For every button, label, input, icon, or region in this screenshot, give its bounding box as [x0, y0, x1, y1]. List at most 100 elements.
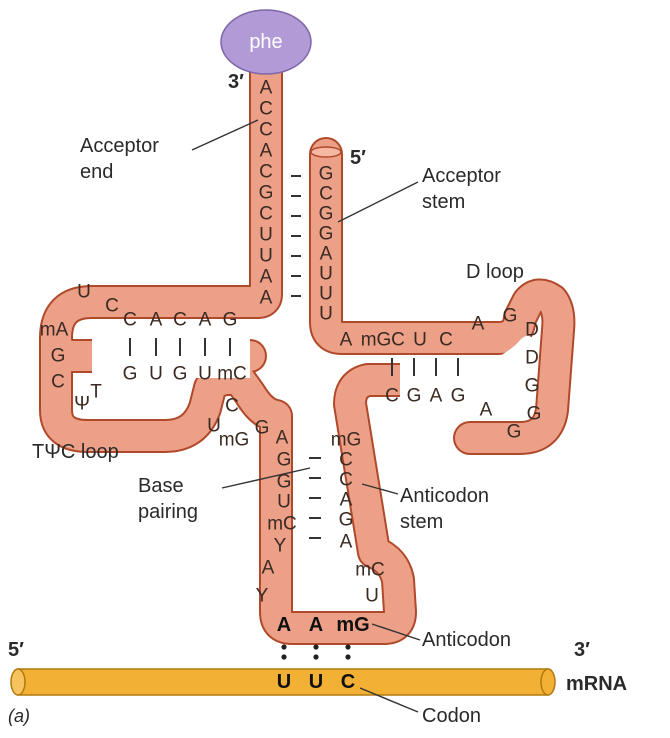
- panel-label: (a): [8, 706, 30, 726]
- nucleotide-acceptor-5-arm: C: [319, 184, 333, 205]
- acceptor-stem-label: Acceptorstem: [422, 165, 501, 213]
- nucleotide-anticodon-stem-right: A: [340, 490, 353, 511]
- nucleotide-tpsic-loop: C: [105, 296, 119, 317]
- mrna-5-end-label: 5′: [8, 639, 24, 661]
- codon-letters: U U C: [277, 671, 355, 693]
- acceptor-stem-leader: [338, 182, 418, 222]
- nucleotide-acceptor-3-arm: C: [259, 99, 273, 120]
- nucleotide-tpsic-loop: U: [77, 282, 91, 303]
- acceptor-5-end-label: 5′: [350, 147, 366, 169]
- nucleotide-anticodon-loop: A: [262, 558, 275, 579]
- pair-dot: [281, 644, 286, 649]
- nucleotide-acceptor-3-arm: A: [260, 141, 273, 162]
- codon-label: Codon: [422, 705, 481, 727]
- nucleotide-tpsic-stem-bottom: mC: [217, 364, 247, 385]
- nucleotide-acceptor-3-arm: A: [260, 288, 273, 309]
- nucleotide-tpsic-stem-bottom: U: [149, 364, 163, 385]
- codon-base: U: [309, 671, 323, 693]
- nucleotide-d-stem-top: A: [340, 330, 353, 351]
- nucleotide-anticodon-stem-right: C: [339, 450, 353, 471]
- nucleotide-acceptor-5-arm: G: [319, 164, 334, 185]
- nucleotide-anticodon-loop: mC: [355, 560, 385, 581]
- nucleotide-tpsic-stem-top: C: [173, 310, 187, 331]
- nucleotide-d-stem-top: C: [439, 330, 453, 351]
- nucleotide-d-stem-bottom: G: [451, 386, 466, 407]
- nucleotide-d-stem-top: C: [391, 330, 405, 351]
- codon-base: C: [341, 671, 355, 693]
- tpsic-loop-label: TΨC loop: [32, 441, 119, 463]
- nucleotide-anticodon-stem-left: A: [276, 428, 289, 449]
- nucleotide-d-stem-top: mG: [361, 330, 392, 351]
- nucleotide-d-loop: G: [507, 422, 522, 443]
- acceptor-end-leader: [192, 120, 258, 150]
- anticodon-letters: A A mG: [277, 614, 370, 636]
- pair-dot: [313, 644, 318, 649]
- codon-base: U: [277, 671, 291, 693]
- d-loop-label: D loop: [466, 261, 524, 283]
- mrna-3-end-label: 3′: [574, 639, 590, 661]
- nucleotide-acceptor-3-arm: C: [259, 120, 273, 141]
- pair-dot: [345, 644, 350, 649]
- nucleotide-tpsic-stem-top: G: [223, 310, 238, 331]
- nucleotide-acceptor-3-arm: G: [259, 183, 274, 204]
- nucleotide-acceptor-3-arm: U: [259, 225, 273, 246]
- acceptor-5-tip: [311, 147, 341, 157]
- nucleotide-tpsic-loop: C: [51, 372, 65, 393]
- nucleotide-d-stem-bottom: G: [407, 386, 422, 407]
- nucleotide-variable: C: [225, 396, 239, 417]
- anticodon-base: A: [277, 614, 291, 636]
- nucleotide-acceptor-3-arm: C: [259, 162, 273, 183]
- nucleotide-anticodon-stem-left: mC: [267, 514, 297, 535]
- codon-anticodon-pairing: [281, 644, 350, 659]
- nucleotide-anticodon-stem-right: mG: [331, 430, 362, 451]
- nucleotide-acceptor-5-arm: U: [319, 304, 333, 325]
- acceptor-3-end-label: 3′: [228, 71, 244, 93]
- nucleotide-d-loop: G: [503, 306, 518, 327]
- nucleotide-d-loop: D: [525, 320, 539, 341]
- amino-acid-group: phe: [221, 10, 311, 74]
- pair-dot: [345, 654, 350, 659]
- mrna-label: mRNA: [566, 673, 627, 695]
- nucleotide-anticodon-stem-right: C: [339, 470, 353, 491]
- nucleotide-anticodon-stem-left: G: [277, 450, 292, 471]
- nucleotide-anticodon-loop: Y: [256, 586, 269, 607]
- nucleotide-anticodon-loop: U: [365, 586, 379, 607]
- nucleotide-tpsic-loop: T: [90, 382, 102, 403]
- nucleotide-tpsic-loop: G: [51, 346, 66, 367]
- nucleotide-acceptor-3-arm: U: [259, 246, 273, 267]
- nucleotide-acceptor-3-arm: A: [260, 78, 273, 99]
- nucleotide-acceptor-3-arm: C: [259, 204, 273, 225]
- nucleotide-anticodon-loop: Y: [274, 536, 287, 557]
- nucleotide-d-loop: D: [525, 348, 539, 369]
- anticodon-base: A: [309, 614, 323, 636]
- pair-dot: [281, 654, 286, 659]
- nucleotide-variable: mG: [219, 430, 250, 451]
- nucleotide-tpsic-loop: Ψ: [74, 394, 90, 415]
- nucleotide-tpsic-stem-bottom: G: [123, 364, 138, 385]
- nucleotide-acceptor-5-arm: U: [319, 264, 333, 285]
- nucleotide-tpsic-stem-top: C: [123, 310, 137, 331]
- nucleotide-d-loop: A: [472, 314, 485, 335]
- nucleotide-d-loop: A: [480, 400, 493, 421]
- nucleotide-d-loop: G: [525, 376, 540, 397]
- nucleotide-anticodon-stem-right: G: [339, 510, 354, 531]
- nucleotide-acceptor-5-arm: G: [319, 204, 334, 225]
- nucleotide-acceptor-5-arm: A: [320, 244, 333, 265]
- nucleotide-d-loop: G: [527, 404, 542, 425]
- nucleotide-anticodon-stem-right: A: [340, 532, 353, 553]
- nucleotide-tpsic-stem-top: A: [150, 310, 163, 331]
- nucleotide-acceptor-5-arm: G: [319, 224, 334, 245]
- nucleotide-tpsic-stem-bottom: G: [173, 364, 188, 385]
- nucleotide-d-stem-bottom: C: [385, 386, 399, 407]
- pair-dot: [313, 654, 318, 659]
- nucleotide-tpsic-stem-top: A: [199, 310, 212, 331]
- nucleotide-anticodon-stem-left: U: [277, 492, 291, 513]
- nucleotide-d-stem-bottom: A: [430, 386, 443, 407]
- mrna-right-end: [541, 669, 555, 695]
- amino-acid-label: phe: [249, 31, 282, 53]
